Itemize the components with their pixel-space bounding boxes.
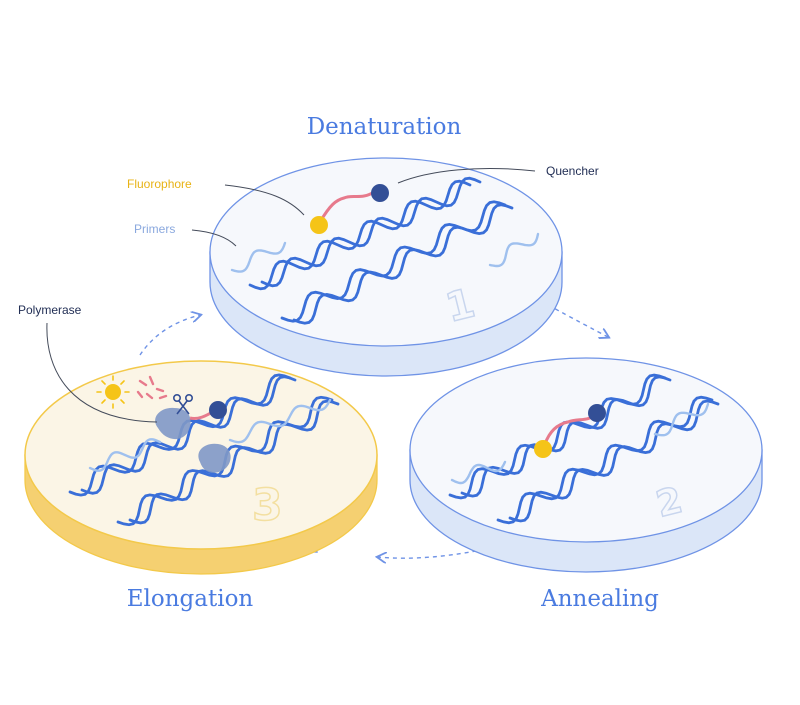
label-quencher: Quencher	[546, 164, 599, 178]
fluorophore-dot	[310, 216, 328, 234]
label-fluorophore: Fluorophore	[127, 177, 192, 191]
plate-denaturation: 1	[210, 158, 562, 376]
stage-title-annealing: Annealing	[540, 586, 659, 612]
cycle-arrow-3-to-1	[140, 315, 200, 355]
quencher-dot	[371, 184, 389, 202]
plate-elongation: 3	[25, 361, 377, 574]
cycle-arrow-1-to-2	[548, 305, 608, 337]
label-polymerase: Polymerase	[18, 303, 82, 317]
stage-title-elongation: Elongation	[127, 586, 254, 612]
plate-annealing: 2	[410, 358, 762, 572]
stage-title-denaturation: Denaturation	[307, 114, 462, 140]
fluorophore-dot	[534, 440, 552, 458]
quencher-dot	[209, 401, 227, 419]
quencher-dot	[588, 404, 606, 422]
label-primers: Primers	[134, 222, 175, 236]
stage-number-3: 3	[252, 480, 283, 531]
